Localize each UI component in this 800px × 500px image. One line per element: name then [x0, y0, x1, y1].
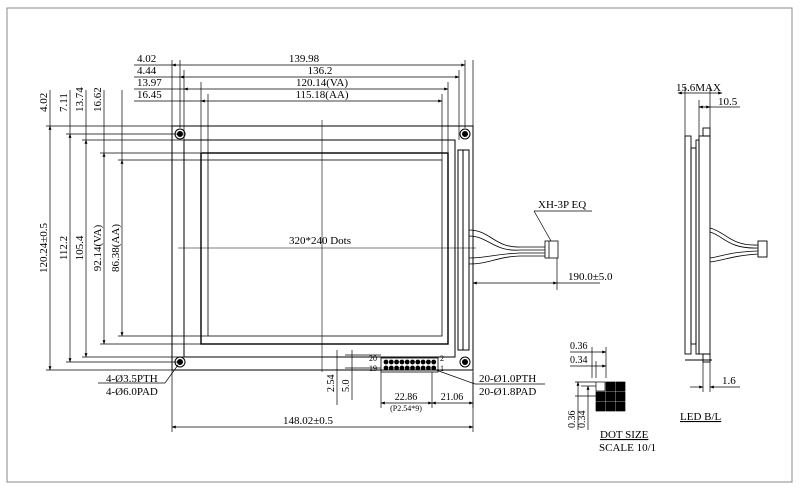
connector-callout [472, 210, 600, 290]
dot-cell [605, 391, 616, 402]
dot-dim-left-036: 0.36 [567, 411, 578, 429]
side-thick-label: 10.5 [718, 96, 738, 108]
top-dim-labels: 4.02 4.44 13.97 16.45 139.98 136.2 120.1… [137, 53, 349, 101]
dot-size-scale: SCALE 10/1 [599, 442, 656, 454]
top-dimensions [134, 60, 474, 160]
dot-cell [615, 391, 626, 402]
header-pin [431, 359, 437, 365]
header-pin [394, 365, 400, 371]
pin-callout-pad: 20-Ø1.8PAD [479, 386, 536, 398]
viewing-area [200, 152, 449, 345]
header-pin [388, 359, 394, 365]
pin-pitch-label: (P2.54*9) [390, 404, 422, 413]
pin-dimensions [336, 350, 474, 408]
side-max-label: 15.6MAX [676, 82, 721, 94]
header-pin [383, 365, 389, 371]
cable-length: 190.0±5.0 [568, 271, 613, 283]
dim-4-02-left: 4.02 [38, 93, 50, 112]
dot-cell [595, 401, 606, 412]
header-pin [404, 359, 410, 365]
header-pin [425, 359, 431, 365]
dim-4-02-top: 4.02 [137, 53, 156, 65]
mounting-hole-br [459, 356, 471, 368]
dim-2-54: 2.54 [326, 375, 337, 393]
dim-120-14-va: 120.14(VA) [296, 77, 348, 89]
dot-dim-left-034: 0.34 [577, 411, 588, 429]
dim-4-44-top: 4.44 [137, 65, 157, 77]
dim-139-98: 139.98 [289, 53, 320, 65]
bezel-outline [183, 139, 456, 358]
dots-label: 320*240 Dots [289, 235, 351, 247]
header-pin [383, 359, 389, 365]
side-dimensions [677, 86, 740, 392]
dim-13-97-top: 13.97 [137, 77, 162, 89]
left-dimensions [46, 90, 208, 371]
hole-callout: 4-Ø3.5PTH 4-Ø6.0PAD [98, 364, 179, 398]
mounting-hole-tr [459, 128, 471, 140]
dim-115-18-aa: 115.18(AA) [295, 89, 348, 101]
dim-105-4: 105.4 [74, 235, 86, 260]
side-led-dim: 1.6 [722, 375, 736, 387]
dim-16-62-left: 16.62 [92, 87, 104, 112]
header-pin [420, 359, 426, 365]
dot-size-title: DOT SIZE [600, 429, 649, 441]
dim-120-24: 120.24±0.5 [38, 222, 50, 273]
header-pin [394, 359, 400, 365]
hole-label-pad: 4-Ø6.0PAD [106, 386, 158, 398]
left-dim-labels: 4.02 7.11 13.74 16.62 120.24±0.5 112.2 1… [38, 87, 122, 273]
side-view [684, 127, 768, 363]
dim-148-02: 148.02±0.5 [283, 415, 334, 427]
dot-dim-top-034: 0.34 [570, 355, 588, 366]
dim-7-11-left: 7.11 [58, 93, 70, 112]
led-bl-label: LED B/L [680, 411, 722, 423]
dim-13-74-left: 13.74 [74, 87, 86, 112]
dim-5-0: 5.0 [341, 380, 352, 393]
dot-cell [615, 381, 626, 392]
drawing-border [6, 7, 793, 483]
dim-16-45-top: 16.45 [137, 89, 162, 101]
hole-label-pth: 4-Ø3.5PTH [106, 373, 158, 385]
pin-19-label: 19 [369, 364, 377, 373]
dim-21-06: 21.06 [441, 392, 464, 403]
dot-cell [595, 381, 606, 392]
dim-92-14-va: 92.14(VA) [92, 224, 104, 271]
pin-20-label: 20 [369, 354, 377, 363]
header-pin [404, 365, 410, 371]
dot-cell [605, 401, 616, 412]
dot-cell [595, 391, 606, 402]
dim-86-38-aa: 86.38(AA) [110, 224, 122, 272]
header-pin [420, 365, 426, 371]
dim-22-86: 22.86 [395, 392, 418, 403]
pin-header [380, 357, 439, 373]
header-pin [425, 365, 431, 371]
dot-cell [615, 401, 626, 412]
dot-cell [605, 381, 616, 392]
header-pin [410, 359, 415, 365]
pin-1-label: 1 [440, 364, 444, 373]
dim-112-2: 112.2 [58, 236, 70, 260]
header-pin [399, 359, 405, 365]
header-pin [388, 365, 394, 371]
header-pin [431, 365, 437, 371]
pin-2-label: 2 [440, 354, 444, 363]
header-pin [415, 365, 421, 371]
header-pin [399, 365, 405, 371]
dim-136-2: 136.2 [308, 65, 333, 77]
connector-label: XH-3P EQ [538, 199, 586, 211]
backlight-cable [468, 229, 559, 265]
header-pin [410, 365, 415, 371]
dot-detail [570, 347, 626, 430]
header-pin [415, 359, 421, 365]
pin-callout-pth: 20-Ø1.0PTH [479, 373, 536, 385]
dot-dim-top-036: 0.36 [570, 341, 588, 352]
connector-xh3p [544, 240, 559, 259]
pin-callout: 20-Ø1.0PTH 20-Ø1.8PAD [435, 369, 545, 398]
